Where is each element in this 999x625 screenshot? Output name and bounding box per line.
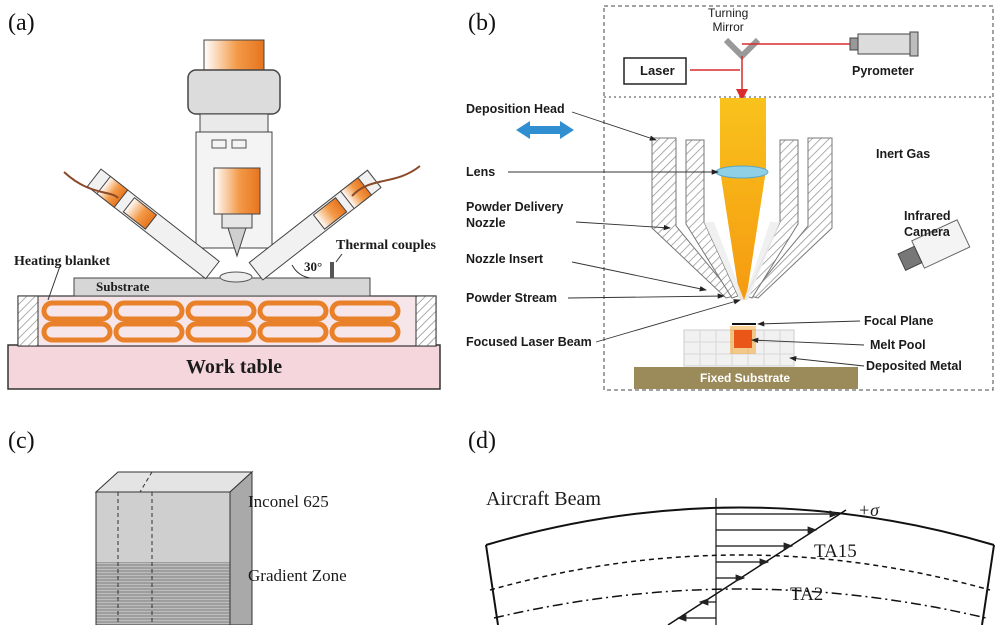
nozzle-insert-label: Nozzle Insert (466, 252, 544, 266)
lens-shape (715, 165, 769, 179)
panel-b-drawing (508, 5, 994, 391)
fixed-substrate-label: Fixed Substrate (700, 371, 791, 385)
panel-d-letter: (d) (468, 428, 496, 454)
laser-label: Laser (640, 63, 675, 78)
thermal-couples-label: Thermal couples (336, 238, 436, 253)
sigma-label: +σ (858, 500, 880, 520)
substrate-label: Substrate (96, 279, 150, 294)
panel-c-drawing (94, 470, 254, 625)
inconel-label: Inconel 625 (248, 492, 329, 511)
melt-pool-shape (734, 330, 752, 348)
work-table-label: Work table (186, 356, 283, 378)
work-table (7, 344, 441, 390)
laser-box (623, 57, 687, 85)
panel-a-drawing (7, 39, 441, 390)
ta15-label: TA15 (814, 541, 857, 562)
powder-stream-label: Powder Stream (466, 291, 558, 305)
panel-b-letter: (b) (468, 10, 496, 36)
ta2-label: TA2 (790, 584, 824, 605)
lens-label: Lens (466, 165, 496, 179)
heating-blanket-label: Heating blanket (14, 254, 111, 269)
panel-c-letter: (c) (8, 428, 35, 454)
focused-laser-beam-label: Focused Laser Beam (466, 335, 592, 349)
turning-mirror-label: Turning Mirror (708, 6, 749, 34)
infrared-camera-label: Infrared Camera (904, 209, 951, 239)
powder-delivery-nozzle-label: Powder Delivery Nozzle (466, 200, 564, 230)
gradient-zone-label: Gradient Zone (248, 566, 347, 585)
pyrometer-label: Pyrometer (852, 64, 914, 78)
deposited-metal-label: Deposited Metal (866, 359, 962, 373)
panel-d-drawing (485, 498, 995, 625)
angle-label: 30° (304, 259, 323, 274)
melt-pool-label: Melt Pool (870, 338, 926, 352)
deposition-head-label: Deposition Head (466, 102, 565, 116)
inert-gas-label: Inert Gas (876, 147, 931, 161)
panel-a-letter: (a) (8, 10, 35, 36)
aircraft-beam-label: Aircraft Beam (486, 488, 601, 510)
focal-plane-label: Focal Plane (864, 314, 934, 328)
